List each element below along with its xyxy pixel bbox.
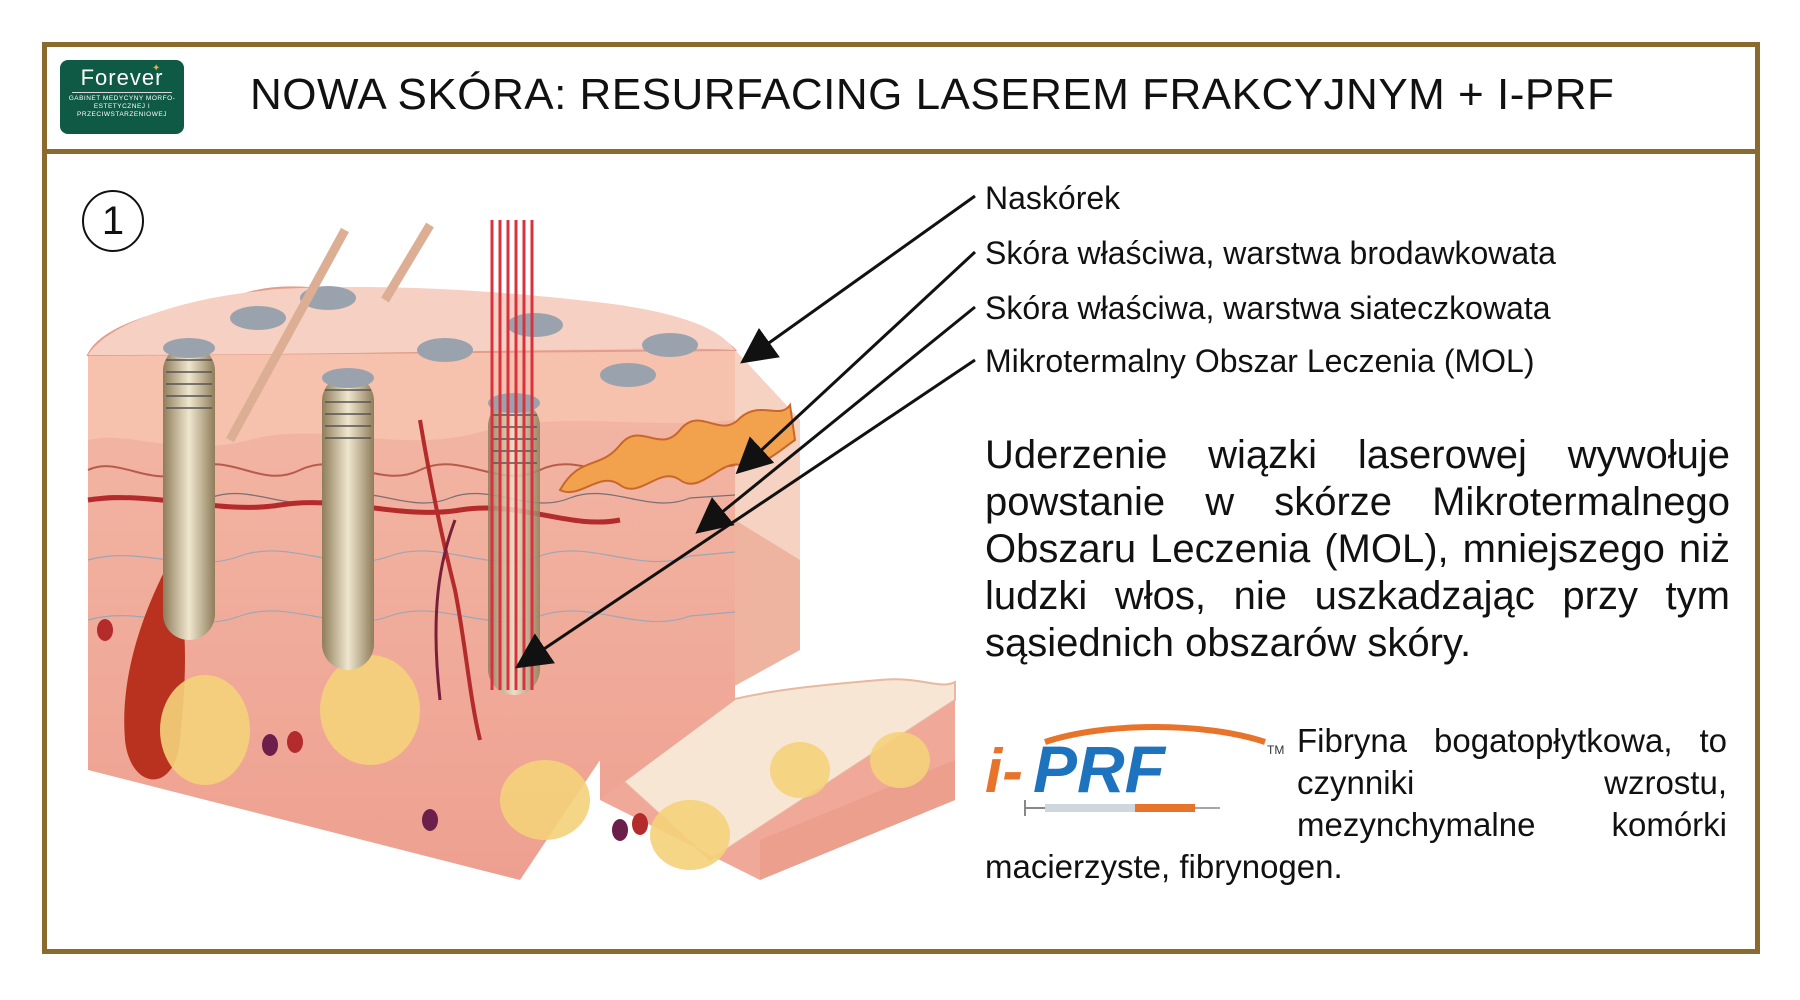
forever-logo: ✦ Forever GABINET MEDYCYNY MORFO-ESTETYC… (60, 60, 184, 134)
logo-divider (72, 92, 172, 93)
blood-cell (97, 619, 113, 641)
arrow-siateczkowata (695, 305, 976, 534)
epidermis-band (88, 350, 735, 447)
blood-vessel (418, 419, 482, 741)
pore (417, 338, 473, 362)
laser-beam (490, 220, 534, 690)
hair-shaft (226, 227, 349, 443)
logo-name: Forever (80, 65, 164, 90)
logo-star-icon: ✦ (152, 63, 161, 74)
lower-step-side (760, 760, 955, 880)
blood-cell (612, 819, 628, 841)
hair-shaft (381, 222, 434, 303)
arrow-brodawkowata (735, 250, 977, 475)
label-papillary-dermis: Skóra właściwa, warstwa brodawkowata (985, 235, 1556, 271)
blood-cell (632, 813, 648, 835)
blood-vessel (434, 519, 457, 701)
pore (507, 313, 563, 337)
blood-cell (262, 734, 278, 756)
iprf-prf-letters: PRF (1033, 732, 1167, 806)
label-reticular-dermis: Skóra właściwa, warstwa siateczkowata (985, 290, 1551, 326)
blood-cell (422, 809, 438, 831)
blood-cell (287, 731, 303, 753)
iprf-description: Fibryna bogatopłytkowa, to czynniki wzro… (985, 722, 1727, 885)
label-epidermis: Naskórek (985, 180, 1121, 216)
skin-surface-top (88, 286, 735, 355)
iprf-i-letter: i- (985, 737, 1023, 806)
treatment-column (322, 368, 374, 670)
arrow-naskorek (740, 194, 976, 364)
pore (600, 363, 656, 387)
fat-lobule (320, 655, 420, 765)
fat-lobule (770, 742, 830, 798)
header-bar (42, 42, 1760, 154)
iprf-logo-graphic: i- PRF TM (985, 724, 1284, 816)
arrow-mol (515, 358, 976, 669)
outer-frame (42, 42, 1760, 954)
fat-lobule (870, 732, 930, 788)
treatment-column (163, 338, 215, 640)
iprf-logo: i- PRF TM (985, 720, 1297, 820)
step-number: 1 (82, 190, 144, 252)
fat-lobule (650, 800, 730, 870)
iprf-trademark: TM (1267, 743, 1284, 757)
label-mol: Mikrotermalny Obszar Leczenia (MOL) (985, 343, 1535, 379)
page-title: NOWA SKÓRA: RESURFACING LASEREM FRAKCYJN… (250, 70, 1615, 119)
fat-lobule (500, 760, 590, 840)
fat-lobule (160, 675, 250, 785)
iprf-section: i- PRF TM Fibryna bogatopłytkowa, to czy… (985, 720, 1727, 888)
papillary-wave (558, 402, 797, 493)
logo-subtitle: GABINET MEDYCYNY MORFO-ESTETYCZNEJ I PRZ… (68, 95, 176, 118)
pore (642, 333, 698, 357)
pore (230, 306, 286, 330)
syringe-icon (1024, 800, 1220, 816)
description-text: Uderzenie wiązki laserowej wywołuje pows… (985, 433, 1730, 665)
